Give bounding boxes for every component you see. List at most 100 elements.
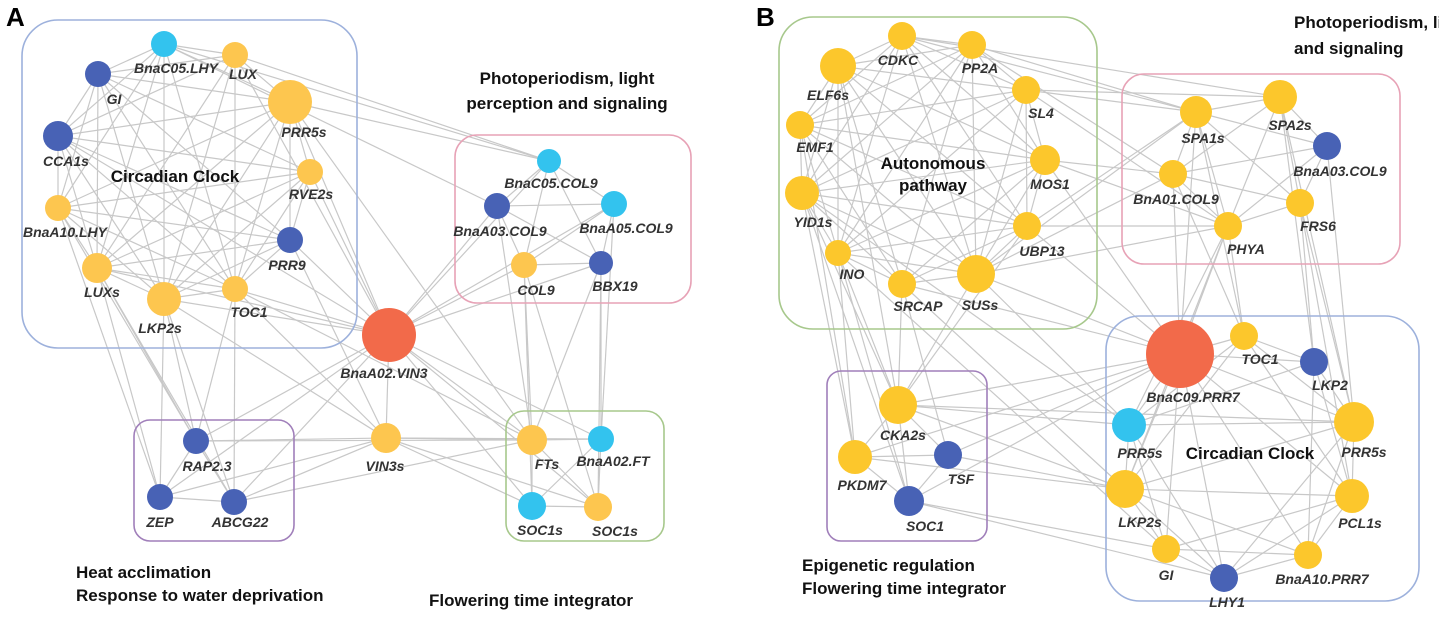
gene-node-bnaa03-col9 [484, 193, 510, 219]
network-edge [96, 171, 311, 269]
network-edge [1195, 111, 1328, 147]
network-edge [57, 207, 165, 300]
gene-node-lkp2 [1300, 348, 1328, 376]
network-edge [57, 135, 311, 173]
gene-label-srcap: SRCAP [893, 298, 943, 314]
network-edge [1279, 96, 1315, 363]
gene-node-bna01-col9 [1159, 160, 1187, 188]
group-box-b-auto [778, 16, 1098, 330]
network-edge [57, 135, 98, 269]
network-edge [908, 500, 1225, 579]
gene-node-soc1s [518, 492, 546, 520]
network-edge [57, 101, 291, 209]
network-edge [388, 334, 533, 441]
network-edge [388, 334, 599, 508]
gene-label-vin3s: VIN3s [366, 458, 405, 474]
network-edge [1124, 421, 1355, 490]
gene-node-luxs [82, 253, 112, 283]
network-edge [388, 203, 615, 336]
network-edge [1223, 554, 1309, 579]
network-edge [801, 192, 1130, 426]
gene-node-lkp2s [1106, 470, 1144, 508]
gene-node-cdkc [888, 22, 916, 50]
gene-node-tsf [934, 441, 962, 469]
network-edge [837, 252, 910, 502]
gene-node-elf6s [820, 48, 856, 84]
network-edge [1326, 145, 1355, 423]
network-edge [388, 334, 533, 507]
network-edge [195, 288, 236, 442]
gene-label-bnac05-col9: BnaC05.COL9 [504, 175, 598, 191]
gene-label-lkp2s: LKP2s [1118, 514, 1162, 530]
gene-label-prr5s: PRR5s [281, 124, 326, 140]
network-edge [523, 160, 550, 266]
network-edge [837, 89, 1027, 254]
gene-node-spa1s [1180, 96, 1212, 128]
network-edge [799, 35, 903, 126]
network-edge [57, 207, 291, 241]
network-edge [388, 262, 602, 336]
group-caption: Epigenetic regulation [802, 556, 975, 575]
network-edge [496, 205, 533, 441]
network-edge [975, 159, 1046, 275]
gene-label-soc1s: SOC1s [592, 523, 638, 539]
network-edge [96, 73, 99, 269]
gene-node-sl4 [1012, 76, 1040, 104]
network-edge [97, 54, 236, 75]
network-edge [799, 89, 1027, 126]
gene-label-soc1: SOC1 [906, 518, 944, 534]
network-edge [1299, 202, 1355, 423]
gene-label-zep: ZEP [145, 514, 174, 530]
network-edge [57, 135, 165, 300]
group-caption: Heat acclimation [76, 563, 211, 582]
network-edge [163, 298, 235, 503]
network-edge [57, 207, 161, 498]
network-edge [385, 437, 602, 440]
network-edge [901, 35, 1027, 91]
gene-node-cka2s [879, 386, 917, 424]
gene-label-bnac05-lhy: BnaC05.LHY [134, 60, 220, 76]
network-edge [801, 192, 856, 458]
gene-label-spa1s: SPA1s [1181, 130, 1225, 146]
gene-node-prr5s [1112, 408, 1146, 442]
network-edge [496, 203, 615, 207]
network-edge [163, 239, 291, 300]
gene-node-rap2-3 [183, 428, 209, 454]
network-edge [975, 111, 1197, 275]
network-edge [57, 54, 236, 137]
gene-node-mos1 [1030, 145, 1060, 175]
network-edge [837, 225, 1028, 254]
gene-node-gi [85, 61, 111, 87]
gene-label-bnaa10-lhy: BnaA10.LHY [23, 224, 109, 240]
group-title: Autonomous [881, 154, 986, 173]
network-edge [837, 65, 1028, 227]
gene-label-cdkc: CDKC [878, 52, 919, 68]
gene-label-lkp2: LKP2 [1312, 377, 1348, 393]
network-edge [801, 192, 899, 406]
gene-node-bnaa10-prr7 [1294, 541, 1322, 569]
network-edge [1172, 145, 1328, 175]
gene-label-ino: INO [840, 266, 865, 282]
network-edge [897, 404, 1130, 426]
network-edge [233, 334, 390, 503]
network-edge [1128, 424, 1225, 579]
network-edge [57, 171, 311, 209]
network-edge [975, 273, 1130, 426]
network-edge [57, 207, 197, 442]
network-edge [289, 101, 550, 162]
network-edge [837, 65, 903, 285]
network-edge [901, 283, 1181, 355]
network-edge [1172, 173, 1245, 337]
gene-label-emf1: EMF1 [796, 139, 834, 155]
network-edge [837, 65, 1027, 91]
gene-label-cka2s: CKA2s [880, 427, 926, 443]
network-edge [799, 124, 977, 275]
gene-label-prr9: PRR9 [268, 257, 306, 273]
network-edge [1128, 421, 1355, 426]
gene-label-mos1: MOS1 [1030, 176, 1070, 192]
gene-label-ubp13: UBP13 [1019, 243, 1064, 259]
gene-node-zep [147, 484, 173, 510]
network-edge [234, 288, 387, 439]
